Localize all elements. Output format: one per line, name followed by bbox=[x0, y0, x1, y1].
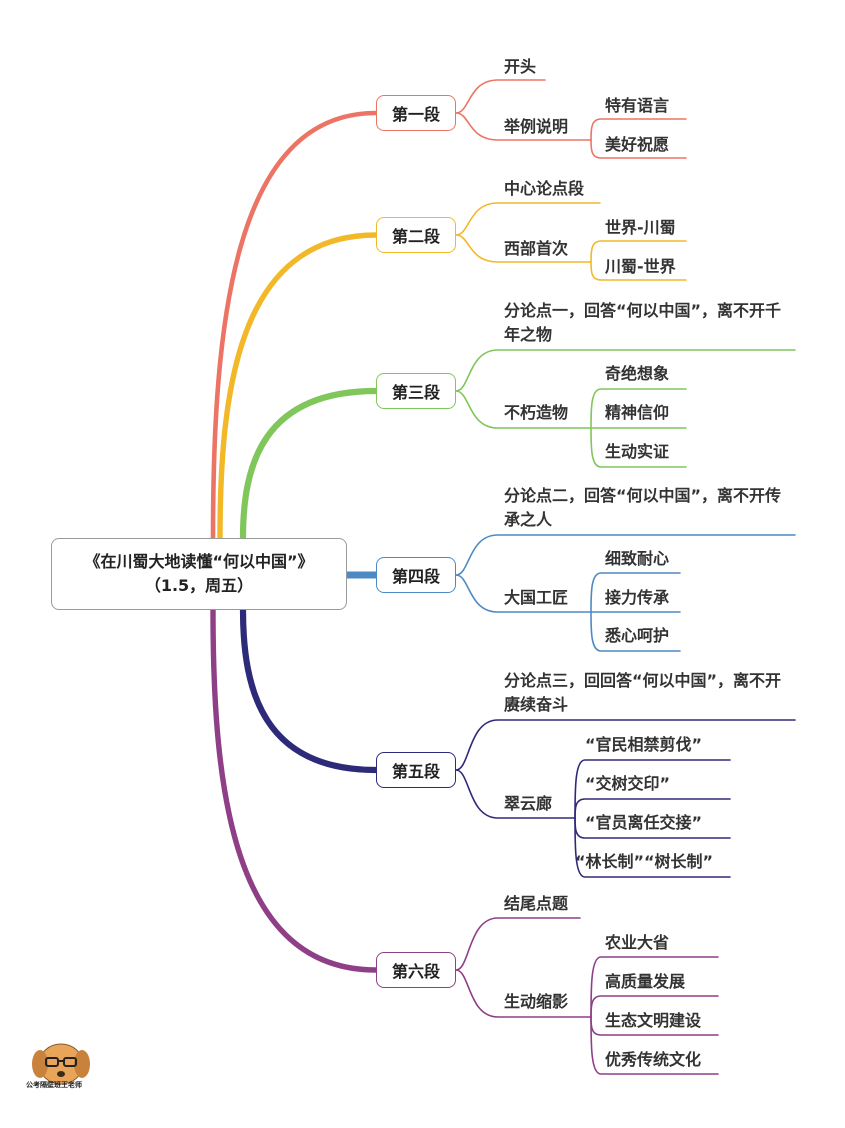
topic-6-1[interactable]: 结尾点题 bbox=[504, 894, 569, 913]
subtopic-2-2-2[interactable]: 川蜀-世界 bbox=[605, 257, 676, 276]
subtopic-5-2-1[interactable]: “官民相禁剪伐” bbox=[585, 735, 703, 754]
sub-branch-6-4 bbox=[590, 1016, 719, 1075]
subtopic-4-2-3[interactable]: 悉心呵护 bbox=[605, 626, 670, 645]
branch-3-1 bbox=[455, 349, 796, 392]
subtopic-6-2-3[interactable]: 生态文明建设 bbox=[605, 1011, 702, 1030]
sub-branch-5-4 bbox=[574, 817, 731, 878]
subtopic-4-2-2[interactable]: 接力传承 bbox=[605, 588, 670, 607]
topic-4-2[interactable]: 大国工匠 bbox=[504, 588, 569, 607]
subtopic-3-2-2[interactable]: 精神信仰 bbox=[605, 403, 670, 422]
topic-3-2[interactable]: 不朽造物 bbox=[504, 403, 569, 422]
dog-mascot-icon bbox=[32, 1043, 90, 1085]
branch-2-1 bbox=[455, 202, 601, 236]
branch-1-1 bbox=[455, 79, 546, 114]
branch-5-1 bbox=[455, 719, 796, 771]
sub-branch-6-2 bbox=[590, 995, 719, 1018]
topic-4-1[interactable]: 分论点二，回答“何以中国”，离不开传承之人 bbox=[504, 486, 782, 529]
topic-5-2[interactable]: 翠云廊 bbox=[504, 794, 553, 813]
subtopic-1-2-1[interactable]: 特有语言 bbox=[605, 96, 670, 115]
subtopic-3-2-3[interactable]: 生动实证 bbox=[605, 442, 670, 461]
root-topic[interactable]: 《在川蜀大地读懂“何以中国”》 （1.5，周五） bbox=[51, 538, 347, 610]
main-branch-2 bbox=[217, 232, 379, 541]
section-node-5[interactable]: 第五段 bbox=[376, 752, 456, 788]
section-node-2[interactable]: 第二段 bbox=[376, 217, 456, 253]
section-node-3[interactable]: 第三段 bbox=[376, 373, 456, 409]
subtopic-6-2-4[interactable]: 优秀传统文化 bbox=[605, 1050, 702, 1069]
sub-branch-2-1 bbox=[590, 240, 687, 263]
section-node-6[interactable]: 第六段 bbox=[376, 952, 456, 988]
branch-2-2 bbox=[455, 234, 592, 263]
branch-4-2 bbox=[455, 574, 592, 613]
branch-3-2 bbox=[455, 390, 592, 429]
main-branch-1 bbox=[210, 110, 379, 541]
root-title: 《在川蜀大地读懂“何以中国”》 bbox=[84, 552, 314, 571]
sub-branch-4-3 bbox=[590, 611, 681, 652]
topic-5-1[interactable]: 分论点三，回回答“何以中国”，离不开赓续奋斗 bbox=[504, 671, 782, 714]
subtopic-6-2-2[interactable]: 高质量发展 bbox=[605, 972, 686, 991]
sub-branch-1-1 bbox=[590, 118, 687, 141]
subtopic-6-2-1[interactable]: 农业大省 bbox=[605, 933, 670, 952]
subtopic-4-2-1[interactable]: 细致耐心 bbox=[605, 549, 670, 568]
branch-1-2 bbox=[455, 112, 592, 141]
topic-1-1[interactable]: 开头 bbox=[504, 57, 537, 76]
sub-branch-3-1 bbox=[590, 388, 687, 429]
subtopic-5-2-2[interactable]: “交树交印” bbox=[585, 774, 671, 793]
root-subtitle: （1.5，周五） bbox=[144, 576, 254, 595]
branch-5-2 bbox=[455, 769, 576, 819]
sub-branch-1-2 bbox=[590, 139, 687, 159]
branch-4-1 bbox=[455, 534, 796, 576]
topic-1-2[interactable]: 举例说明 bbox=[504, 117, 569, 136]
main-branch-6 bbox=[210, 607, 379, 973]
watermark-text: 公考隔壁班王老师 bbox=[26, 1081, 82, 1089]
subtopic-2-2-1[interactable]: 世界-川蜀 bbox=[605, 218, 676, 237]
section-node-1[interactable]: 第一段 bbox=[376, 95, 456, 131]
sub-branch-2-2 bbox=[590, 261, 687, 281]
main-branch-5 bbox=[239, 606, 380, 774]
section-node-4[interactable]: 第四段 bbox=[376, 557, 456, 593]
branch-6-2 bbox=[455, 969, 592, 1018]
main-branch-3 bbox=[239, 387, 380, 542]
subtopic-5-2-3[interactable]: “官员离任交接” bbox=[585, 813, 703, 832]
subtopic-5-2-4[interactable]: “林长制”“树长制” bbox=[575, 852, 714, 871]
topic-6-2[interactable]: 生动缩影 bbox=[504, 992, 569, 1011]
topic-2-2[interactable]: 西部首次 bbox=[504, 239, 569, 258]
subtopic-3-2-1[interactable]: 奇绝想象 bbox=[605, 364, 670, 383]
sub-branch-5-2 bbox=[574, 798, 731, 819]
topic-3-1[interactable]: 分论点一，回答“何以中国”，离不开千年之物 bbox=[504, 301, 782, 344]
branch-6-1 bbox=[455, 917, 581, 971]
subtopic-1-2-2[interactable]: 美好祝愿 bbox=[605, 135, 670, 154]
sub-branch-4-1 bbox=[590, 572, 681, 613]
sub-branch-3-3 bbox=[590, 427, 687, 468]
topic-2-1[interactable]: 中心论点段 bbox=[504, 179, 585, 198]
